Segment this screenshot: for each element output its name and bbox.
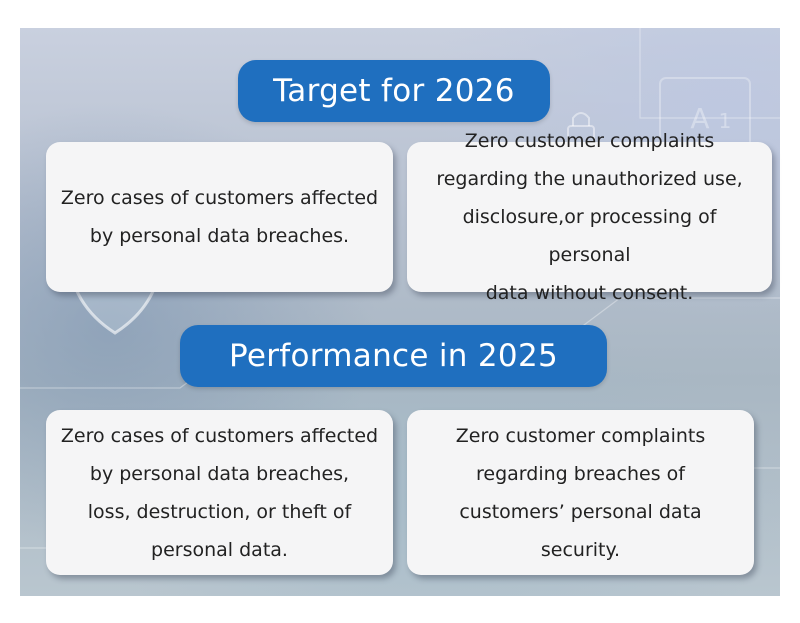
card-text: Zero customer complaints regarding the u… [407, 122, 772, 312]
ai-chip-icon: A 1 [659, 77, 751, 149]
card-line: personal data. [151, 538, 288, 561]
card-line: regarding the unauthorized use, [436, 168, 743, 190]
heading-text: Performance in 2025 [228, 338, 558, 374]
card-line: Zero cases of customers affected [60, 187, 379, 209]
card-text: Zero customer complaints regarding breac… [407, 417, 754, 569]
performance-card-complaints: Zero customer complaints regarding breac… [407, 410, 754, 575]
heading-performance-2025: Performance in 2025 [180, 325, 607, 387]
target-card-data-breaches: Zero cases of customers affected by pers… [46, 142, 393, 292]
target-card-complaints: Zero customer complaints regarding the u… [407, 130, 772, 304]
card-line: Zero customer complaints [455, 424, 706, 447]
performance-card-data-breaches: Zero cases of customers affected by pers… [46, 410, 393, 575]
card-line: by personal data breaches. [89, 225, 350, 247]
heading-target-2026: Target for 2026 [238, 60, 550, 122]
card-line: data without consent. [485, 282, 694, 304]
card-line: by personal data breaches, [89, 462, 350, 485]
card-line: Zero cases of customers affected [60, 424, 379, 447]
card-line: regarding breaches of [476, 462, 685, 485]
svg-text:1: 1 [719, 109, 732, 133]
card-line: disclosure,or processing of personal [462, 206, 717, 266]
svg-text:A: A [690, 102, 709, 135]
card-line: loss, destruction, or theft of [87, 500, 352, 523]
heading-text: Target for 2026 [273, 73, 515, 109]
card-text: Zero cases of customers affected by pers… [49, 179, 390, 255]
card-line: Zero customer complaints [464, 130, 715, 152]
card-text: Zero cases of customers affected by pers… [49, 417, 390, 569]
card-line: customers’ personal data security. [459, 500, 702, 561]
